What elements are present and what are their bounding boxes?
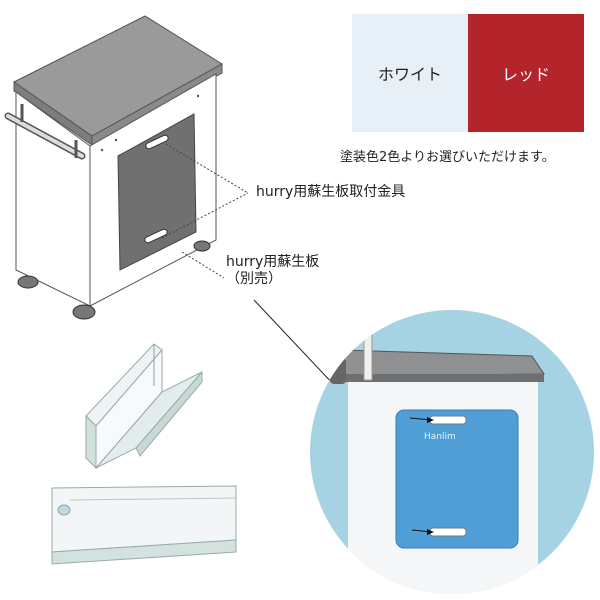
color-note: 塗装色2色よりお選びいただけます。	[340, 150, 555, 165]
white-swatch-label: ホワイト	[377, 65, 442, 84]
bracket-part-side	[85, 343, 203, 470]
cart-illustration	[4, 15, 223, 320]
red-color-swatch: レッド	[468, 14, 584, 132]
cart-with-board-photo	[310, 310, 594, 594]
bracket-label: hurry用蘇生板取付金具	[256, 184, 406, 200]
board-label-line2: （別売）	[226, 271, 282, 287]
red-swatch-label: レッド	[501, 65, 550, 84]
white-color-swatch: ホワイト	[352, 14, 468, 132]
bracket-part-front	[51, 485, 237, 565]
board-label-line1: hurry用蘇生板	[226, 254, 320, 270]
board-logo: Hanlim	[424, 432, 456, 442]
board-label: hurry用蘇生板 （別売）	[226, 254, 319, 288]
